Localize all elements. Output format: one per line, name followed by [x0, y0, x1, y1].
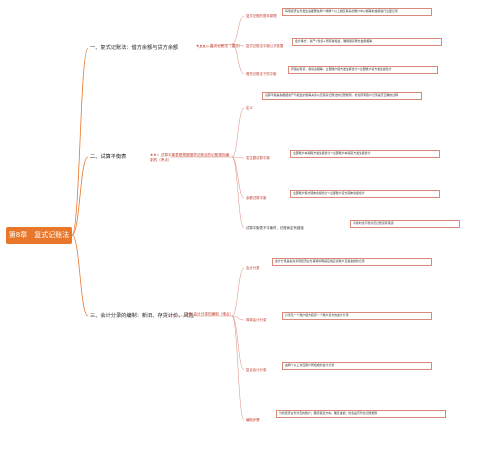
section-2-sub-3[interactable]: 余额试算平衡	[246, 196, 267, 200]
section-1-sub-3[interactable]: 借贷记账法下的平衡	[246, 72, 277, 76]
section-2-leaf-4: 平衡时也不能肯定记账没有错误	[350, 220, 460, 228]
section-3-leaf-4: 分析经济业务涉及的账户；确定借贷方向；确定金额；检查是否符合记账规则	[276, 410, 446, 418]
section-3-leaf-1: 会计分录是指对某项经济业务事项标明其应借应贷账户及其金额的记录	[272, 258, 432, 266]
section-3-sub-1[interactable]: 会计分录	[246, 266, 260, 270]
section-1-sub-2[interactable]: 复式记账法平衡公式依据	[246, 44, 284, 48]
section-1-leaf-1: 每项经济业务发生后都要在两个或两个以上相互联系的账户中以相等的金额进行全面记录	[282, 8, 432, 16]
section-3-title[interactable]: 三、会计分录的编制：新旧、存货计价、风险	[90, 313, 194, 319]
section-1-sub-1[interactable]: 复式记账的基本原理	[246, 14, 277, 18]
section-3-importance: ★★ 会计分录的编制（难点）	[186, 312, 234, 316]
section-2-leaf-3: 全部账户借方期末余额合计=全部账户贷方期末余额合计	[290, 190, 440, 198]
section-3-leaf-2: 只涉及一个账户借方和另一个账户贷方的会计分录	[282, 312, 432, 320]
section-2-sub-2[interactable]: 发生额试算平衡	[246, 156, 270, 160]
central-topic[interactable]: 第8章 复式记账法	[6, 227, 72, 244]
section-1-importance: ★★★☆ 复式记账法（重点）	[196, 44, 243, 48]
section-2-sub-4[interactable]: 试算平衡表不平衡时，记账肯定有错误	[246, 226, 304, 230]
section-2-leaf-2: 全部账户本期借方发生额合计=全部账户本期贷方发生额合计	[290, 150, 440, 158]
section-1-leaf-2: 会计等式：资产=负债+所有者权益，确保借贷两方金额相等	[292, 38, 442, 46]
section-1-title[interactable]: 一、复式记账法：借方余额与贷方余额	[90, 45, 179, 51]
section-2-sub-1[interactable]: 定义	[246, 106, 253, 110]
section-1-leaf-3: 有借必有贷，借贷必相等；全部账户借方发生额合计=全部账户贷方发生额合计	[288, 66, 438, 74]
section-3-sub-2[interactable]: 简单会计分录	[246, 318, 267, 322]
section-3-sub-3[interactable]: 复合会计分录	[246, 368, 267, 372]
section-2-importance: ★★☆ 试算平衡表是根据借贷记账法的记账规则编制的（考点）	[150, 153, 230, 162]
section-3-sub-4[interactable]: 编制步骤	[246, 418, 260, 422]
section-2-leaf-1: 试算平衡是指根据资产与权益的恒等关系以及借贷记账法的记账规则，检查所有账户记录是…	[262, 92, 422, 100]
section-3-leaf-3: 由两个以上对应账户所组成的会计分录	[282, 362, 432, 370]
section-2-title[interactable]: 二、试算平衡表	[90, 154, 127, 160]
